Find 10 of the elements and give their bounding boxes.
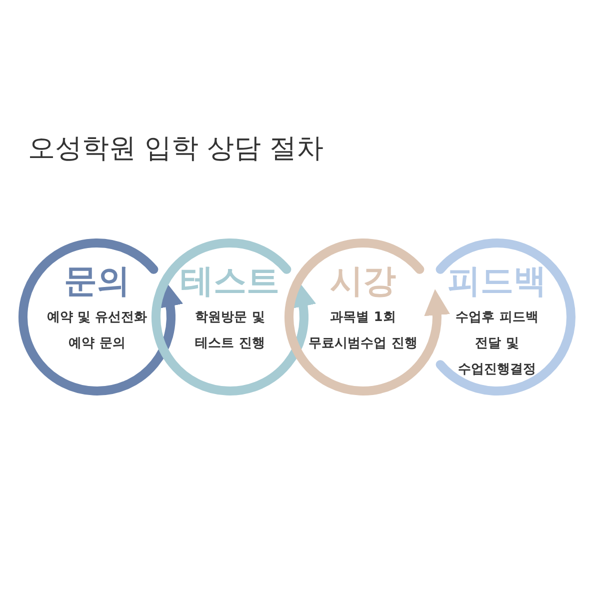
step-description: 학원방문 및 테스트 진행 xyxy=(194,309,266,353)
step-heading: 피드백 xyxy=(446,260,548,302)
title: 오성학원 입학 상담 절차 xyxy=(28,132,324,166)
step-description: 과목별 1회 무료시범수업 진행 xyxy=(308,309,418,353)
step-heading: 테스트 xyxy=(180,260,280,302)
step-heading: 문의 xyxy=(63,260,131,302)
step-heading: 시강 xyxy=(329,260,397,302)
step-description: 수업후 피드백 전달 및 수업진행결정 xyxy=(454,309,540,379)
step-description: 예약 및 유선전화 예약 문의 xyxy=(46,309,148,353)
curved-arrow xyxy=(424,289,450,338)
